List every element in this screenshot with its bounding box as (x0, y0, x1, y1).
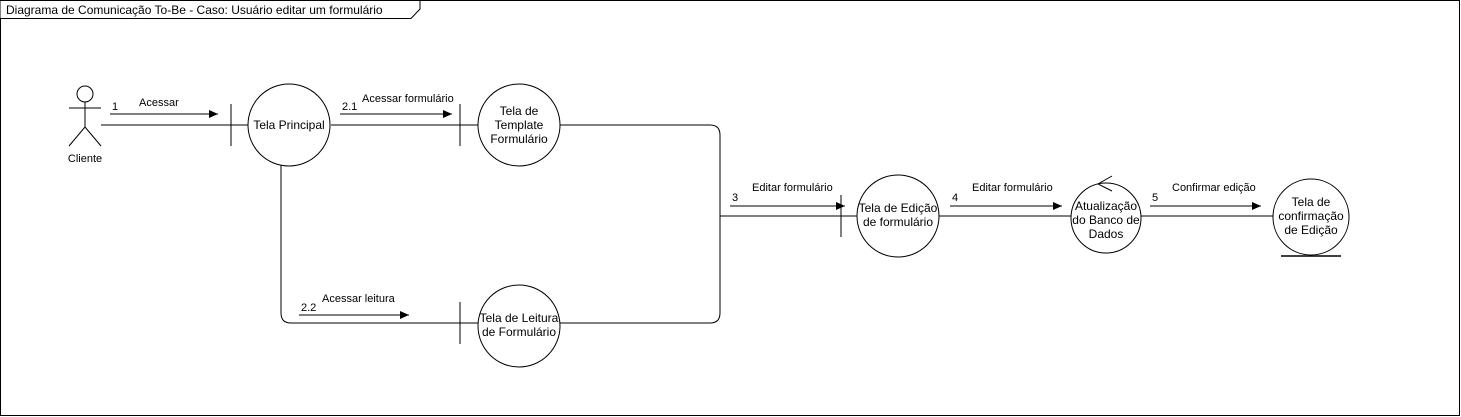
actor-head-icon (76, 85, 94, 103)
message-number: 1 (112, 101, 118, 113)
message-3: 3 Editar formulário (730, 182, 845, 210)
node-label-line-3: Formulário (490, 132, 548, 146)
node-label-line-1: Tela de (1292, 195, 1331, 209)
boundary-circle (477, 83, 561, 167)
frame-title-tab (0, 0, 421, 19)
message-number: 3 (732, 192, 738, 204)
node-label-line-2: de Formulário (482, 325, 556, 339)
message-text: Acessar formulário (362, 93, 454, 105)
control-arrow-icon (1096, 175, 1113, 192)
message-4: 4 Editar formulário (950, 182, 1062, 210)
message-text: Editar formulário (972, 182, 1053, 194)
node-label-line-3: Dados (1089, 227, 1124, 241)
node-label-line-1: Tela de (500, 104, 539, 118)
node-label: Tela Principal (253, 118, 324, 132)
actor-label: Cliente (68, 153, 102, 165)
node-tela-edicao: Tela de Edição de formulário (840, 174, 940, 258)
message-1: 1 Acessar (110, 97, 218, 118)
message-number: 5 (1152, 192, 1158, 204)
message-2-1: 2.1 Acessar formulário (340, 93, 454, 118)
node-label-line-1: Atualização (1075, 199, 1137, 213)
message-number: 2.2 (301, 302, 316, 314)
message-text: Confirmar edição (1172, 182, 1256, 194)
node-tela-confirmacao: Tela de confirmação de Edição (1272, 178, 1350, 257)
node-label-line-2: Template (495, 118, 544, 132)
entity-circle (1272, 178, 1350, 256)
actor-leg-right (84, 126, 102, 147)
boundary-circle (856, 174, 940, 258)
boundary-circle (247, 83, 331, 167)
actor-cliente: Cliente (68, 85, 102, 165)
node-atualizacao: Atualização do Banco de Dados (1070, 175, 1142, 254)
node-tela-leitura: Tela de Leitura de Formulário (459, 284, 561, 368)
message-number: 4 (952, 192, 958, 204)
boundary-circle (477, 284, 561, 368)
link-principal-leitura (280, 165, 478, 324)
message-2-2: 2.2 Acessar leitura (299, 293, 409, 319)
message-text: Acessar (139, 97, 179, 109)
node-label-line-3: de Edição (1284, 223, 1338, 237)
node-tela-template: Tela de Template Formulário (459, 83, 561, 167)
message-5: 5 Confirmar edição (1150, 182, 1261, 210)
message-number: 2.1 (342, 101, 357, 113)
control-circle (1070, 182, 1142, 254)
node-label-line-1: Tela de Edição (859, 201, 938, 215)
message-text: Editar formulário (752, 182, 833, 194)
node-label-line-1: Tela de Leitura (480, 311, 559, 325)
node-label-line-2: do Banco de (1072, 213, 1140, 227)
message-text: Acessar leitura (322, 293, 396, 305)
node-label-line-2: confirmação (1278, 209, 1344, 223)
link-template-edicao (560, 124, 721, 324)
node-label-line-2: de formulário (863, 215, 933, 229)
frame-title: Diagrama de Comunicação To-Be - Caso: Us… (6, 3, 383, 17)
node-tela-principal: Tela Principal (230, 83, 331, 167)
actor-leg-left (68, 126, 86, 147)
